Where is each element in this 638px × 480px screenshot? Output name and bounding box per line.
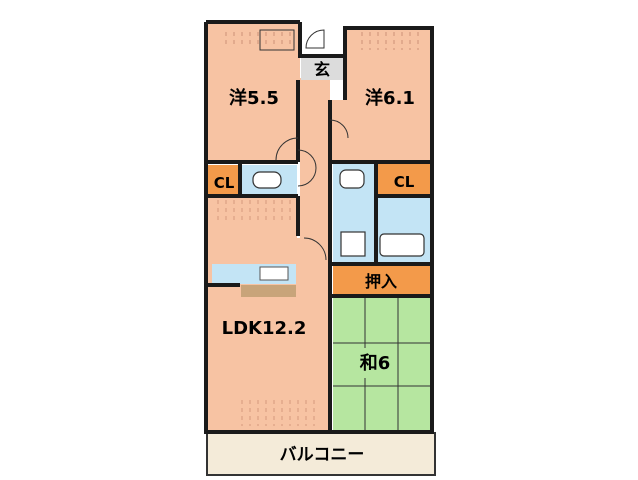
room-western-6-1-floor-lower [330,100,350,161]
kitchen-counter [241,285,296,297]
wet-area [333,163,430,263]
balcony-area [206,432,436,476]
closet-left-label: CL [214,174,235,192]
toilet [242,165,297,195]
closet-left: CL [208,165,240,195]
room-western-5-5: 洋5.5 [208,24,300,161]
wall-entrance [298,22,345,58]
storage: 押入 [333,265,430,295]
entrance-label: 玄 [314,60,330,79]
room-ldk-label: LDK12.2 [222,318,307,339]
storage-bg [333,265,430,295]
room-western-5-5-hatch [222,28,292,48]
doors [259,29,349,261]
closet-right-bg [378,163,431,196]
room-japanese-label: 和6 [360,353,391,374]
door-wc [297,149,317,187]
room-western-6-1-label: 洋6.1 [365,87,415,109]
wall-storage [330,262,432,298]
hatch-room-b [360,30,420,50]
room-japanese: 和6 [333,298,430,430]
door-entrance [305,29,325,49]
walls [204,20,434,434]
hatch-ldk [212,200,292,220]
ldk-floor [208,198,330,430]
closet-left-bg [208,165,240,195]
outer-box [259,29,295,51]
outer-wall [204,20,434,434]
room-western-5-5-label: 洋5.5 [229,87,279,109]
room-western-6-1: 洋6.1 [330,30,432,161]
door-room-b [329,119,349,139]
storage-label: 押入 [365,272,397,291]
closet-right-label: CL [394,173,415,191]
wall-bath-divider [374,162,432,264]
door-room-a [275,137,299,161]
room-western-6-1-floor [345,30,432,161]
door-ldk [303,237,327,261]
wall-hatch [212,30,420,426]
balcony: バルコニー [206,432,436,476]
corridor-floor [300,78,330,238]
kitchen-sink-basin [259,266,289,281]
entrance-floor [301,56,343,80]
toilet-icon-2 [339,169,365,189]
hatch-ldk-bottom [240,396,320,426]
sink-icon [340,231,366,257]
bathtub-icon [379,233,425,257]
closet-right: CL [378,163,431,196]
tatami-label-bg [352,348,396,378]
balcony-label: バルコニー [280,445,365,465]
corridor: 玄 [300,56,343,238]
room-ldk: LDK12.2 [208,198,330,430]
toilet-icon [252,171,282,189]
